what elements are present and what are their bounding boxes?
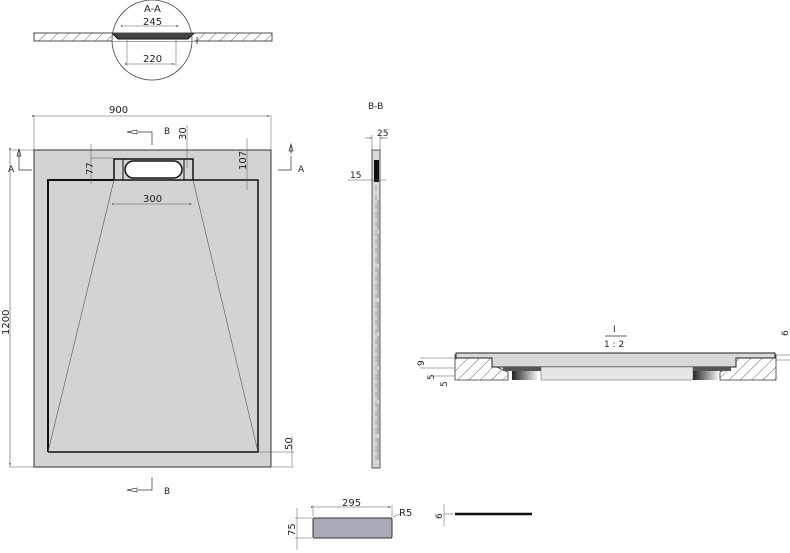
section-a-right-label: A xyxy=(298,165,305,175)
dim-1200: 1200 xyxy=(1,310,12,335)
grate-width: 75 xyxy=(287,523,298,536)
section-a-left-label: A xyxy=(8,165,15,175)
dim-300: 300 xyxy=(143,194,162,205)
section-b-top-label: B xyxy=(164,127,170,137)
dim-77: 77 xyxy=(85,162,96,175)
dim-9: 9 xyxy=(417,360,427,366)
grate-radius: R5 xyxy=(399,508,412,519)
section-aa-view xyxy=(33,0,273,81)
plan-view xyxy=(9,115,294,493)
section-bb-view xyxy=(348,135,388,469)
grate-view xyxy=(295,504,532,550)
dim-6: 6 xyxy=(781,330,790,336)
dim-245: 245 xyxy=(143,17,162,28)
section-aa-label: A-A xyxy=(144,4,161,15)
dim-107: 107 xyxy=(238,151,249,170)
section-bb-label: B-B xyxy=(368,102,383,112)
dim-30: 30 xyxy=(178,127,189,140)
grate-thickness: 6 xyxy=(435,513,445,519)
dim-5b: 5 xyxy=(440,381,450,387)
detail-i-label: I xyxy=(613,325,616,335)
dim-15: 15 xyxy=(350,171,361,181)
grate-length: 295 xyxy=(342,498,361,509)
detail-circle xyxy=(111,0,193,81)
section-b-bottom-label: B xyxy=(164,487,170,497)
dim-25: 25 xyxy=(377,129,388,139)
detail-i-scale: 1 : 2 xyxy=(604,340,624,350)
dim-50: 50 xyxy=(284,437,295,450)
dim-900: 900 xyxy=(109,105,128,116)
detail-i-view xyxy=(420,335,790,381)
dim-5a: 5 xyxy=(427,374,437,380)
dim-220: 220 xyxy=(143,54,162,65)
